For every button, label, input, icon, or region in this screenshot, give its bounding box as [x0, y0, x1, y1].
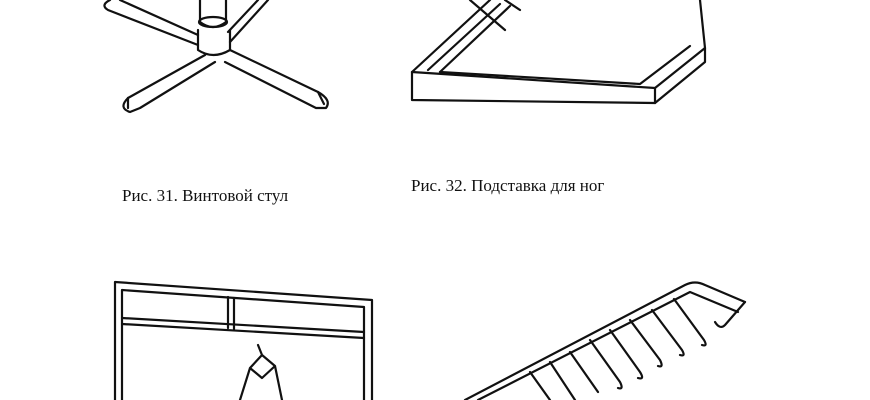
wardrobe-drawing: [113, 280, 374, 400]
swivel-chair-base-drawing: [103, 0, 329, 114]
coat-rack-drawing: [463, 281, 747, 400]
figure-31-caption: Рис. 31. Винтовой стул: [122, 186, 289, 205]
footrest-drawing: [410, 0, 707, 105]
figure-32-caption: Рис. 32. Подставка для ног: [411, 176, 605, 195]
